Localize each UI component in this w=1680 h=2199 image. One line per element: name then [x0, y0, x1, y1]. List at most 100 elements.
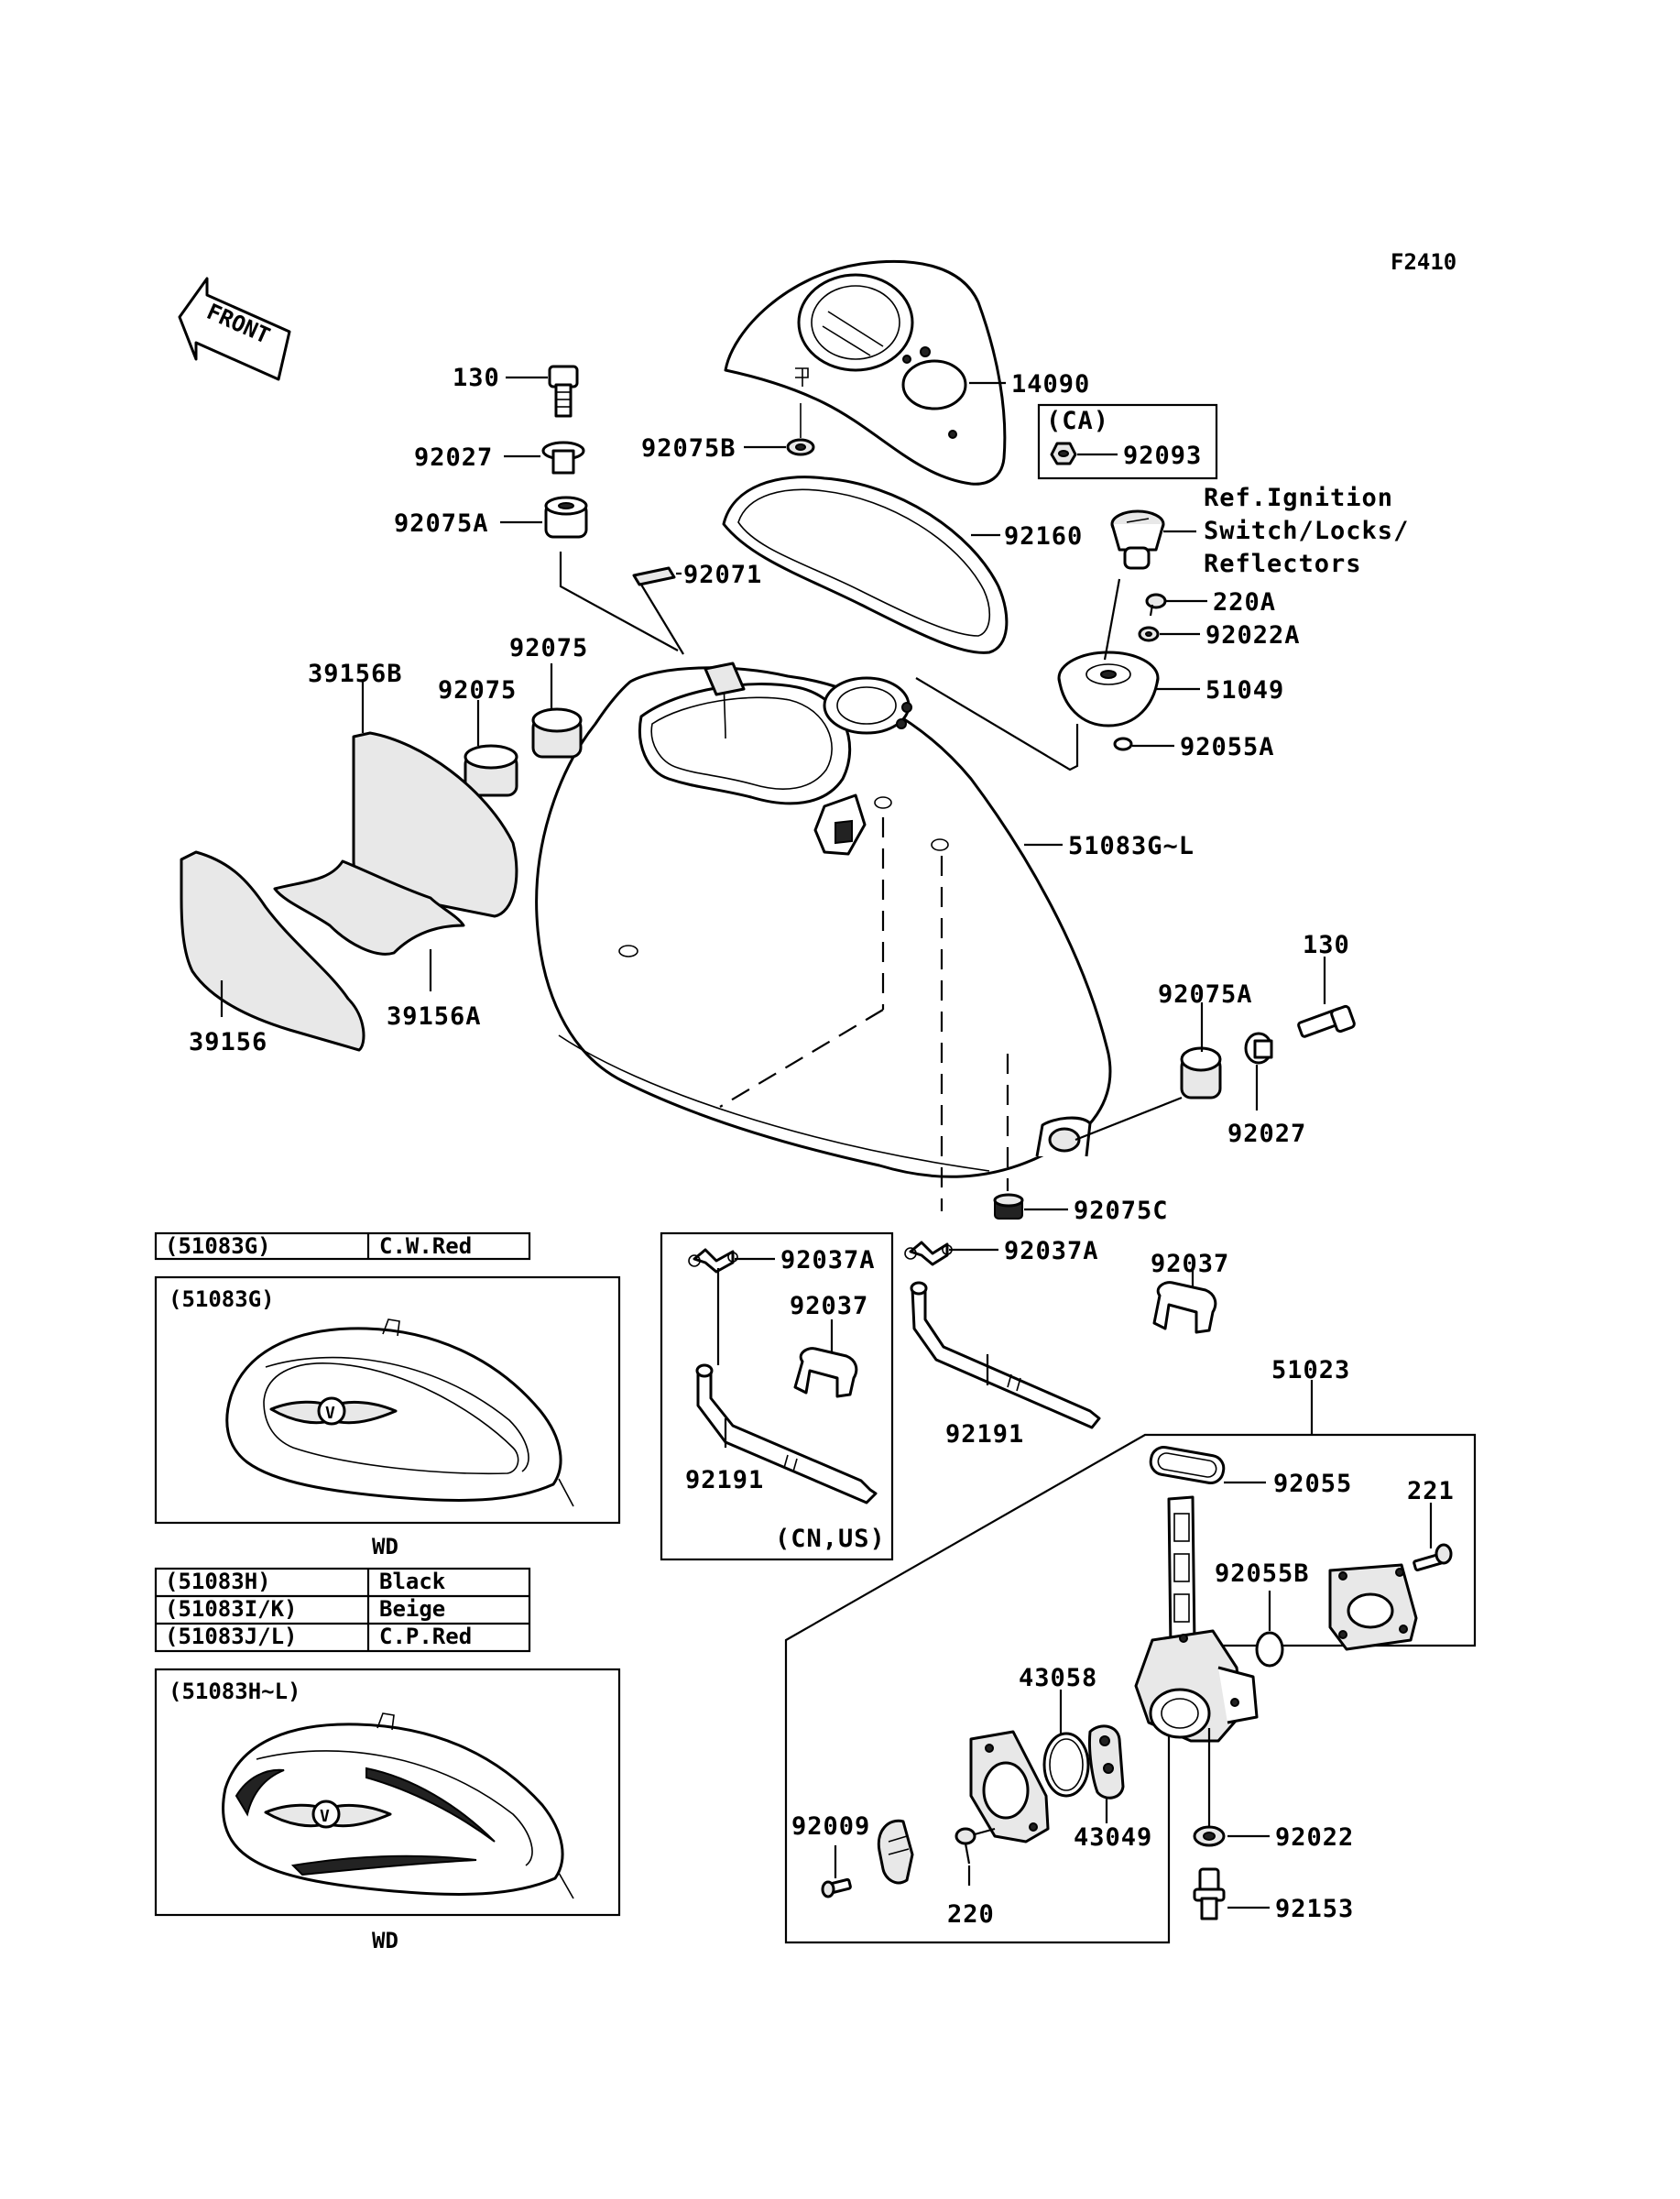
- collar-92027-right: [1244, 1032, 1273, 1065]
- callout-221: 221: [1407, 1477, 1455, 1505]
- cn-us-label: (CN,US): [775, 1525, 886, 1553]
- damper-92075-right: [531, 707, 583, 759]
- screw-92009: [821, 1877, 852, 1898]
- lever-plate: [969, 1730, 1050, 1843]
- bolt-130-top: [548, 365, 579, 418]
- svg-text:V: V: [320, 1807, 330, 1826]
- callout-220a: 220A: [1213, 588, 1276, 617]
- callout-92160: 92160: [1004, 522, 1083, 551]
- callout-51023: 51023: [1271, 1356, 1350, 1384]
- side-cover-39156a: [273, 859, 465, 956]
- color-table-1-color: C.W.Red: [379, 1233, 472, 1259]
- callout-92027-right: 92027: [1227, 1120, 1306, 1148]
- screw-221: [1413, 1543, 1453, 1571]
- callout-92037-box: 92037: [790, 1292, 868, 1320]
- cover-plate: [1328, 1563, 1418, 1651]
- figure-code: F2410: [1391, 249, 1456, 275]
- color-table-2-color-2: Beige: [379, 1596, 445, 1622]
- plug-ignition-ref: [1110, 509, 1165, 570]
- damper-92075a-right: [1180, 1046, 1222, 1100]
- screw-220a: [1145, 593, 1167, 617]
- color-table-1-code: (51083G): [165, 1233, 271, 1259]
- bolt-130-right: [1297, 1004, 1356, 1038]
- callout-92153: 92153: [1275, 1895, 1354, 1923]
- ref-line-2: Switch/Locks/: [1204, 517, 1409, 545]
- callout-92191-right: 92191: [945, 1420, 1024, 1449]
- callout-130-top: 130: [453, 364, 500, 392]
- oring-92055a: [1113, 737, 1133, 751]
- screw-220: [955, 1827, 976, 1865]
- gasket-92160: [722, 476, 1009, 654]
- callout-92037-right: 92037: [1151, 1250, 1229, 1278]
- ca-box: [1037, 403, 1218, 480]
- clip-92071: [632, 566, 676, 586]
- callout-39156b: 39156B: [308, 660, 403, 688]
- tank-graphic-51083h-l: V: [222, 1712, 574, 1899]
- inset-2-label: (51083H~L): [169, 1679, 301, 1704]
- callout-43058: 43058: [1019, 1664, 1097, 1692]
- fuel-cock-body: [1134, 1495, 1259, 1743]
- callout-92075-left: 92075: [438, 676, 517, 705]
- ref-line-3: Reflectors: [1204, 550, 1362, 578]
- inset-1-caption: WD: [372, 1534, 398, 1559]
- callout-130-right: 130: [1303, 931, 1350, 959]
- gasket-92055: [1149, 1446, 1226, 1484]
- collar-92027-top: [541, 441, 585, 475]
- ca-label: (CA): [1046, 407, 1109, 435]
- callout-92055b: 92055B: [1215, 1559, 1310, 1588]
- color-table-2-color-1: Black: [379, 1569, 446, 1594]
- clamp-92037a-right: [904, 1241, 953, 1266]
- washer-92022: [1193, 1825, 1226, 1847]
- callout-39156a: 39156A: [387, 1002, 482, 1031]
- callout-92071: 92071: [683, 561, 762, 589]
- clamp-92037-right: [1152, 1281, 1217, 1334]
- callout-92022: 92022: [1275, 1823, 1354, 1852]
- fuel-tank-51083: [535, 662, 1112, 1178]
- nut-92093: [1050, 442, 1077, 465]
- color-table-2-color-3: C.P.Red: [379, 1624, 472, 1649]
- inset-2-caption: WD: [372, 1928, 398, 1953]
- callout-92055a: 92055A: [1180, 733, 1275, 761]
- callout-43049: 43049: [1074, 1823, 1152, 1852]
- color-table-2: (51083H) Black (51083I/K) Beige (51083J/…: [154, 1567, 531, 1653]
- callout-92191-left: 92191: [685, 1466, 764, 1494]
- color-table-2-code-2: (51083I/K): [165, 1596, 298, 1622]
- bolt-92153: [1193, 1867, 1226, 1920]
- callout-92027-top: 92027: [414, 443, 493, 472]
- damper-92075c: [993, 1193, 1024, 1220]
- knob: [877, 1819, 914, 1885]
- inset-51083g: [154, 1275, 621, 1525]
- meter-cover-14090: [724, 259, 1007, 486]
- callout-92075-right: 92075: [509, 634, 588, 662]
- inset-1-label: (51083G): [169, 1286, 275, 1312]
- callout-51049: 51049: [1205, 676, 1284, 705]
- hose-box: [660, 1231, 894, 1561]
- color-table-2-code-3: (51083J/L): [165, 1624, 298, 1649]
- gasket-43049: [1088, 1724, 1125, 1800]
- damper-92075a-top: [544, 496, 588, 539]
- tank-graphic-51083g: V: [225, 1318, 574, 1507]
- nut-92075b: [786, 367, 815, 456]
- callout-92022a: 92022A: [1205, 621, 1301, 650]
- washer-92022a: [1138, 626, 1160, 642]
- cap-51049: [1057, 651, 1160, 728]
- front-arrow-icon: FRONT: [178, 277, 291, 381]
- callout-92009: 92009: [791, 1812, 870, 1841]
- ref-line-1: Ref.Ignition: [1204, 484, 1393, 512]
- hose-92191-right: [910, 1281, 1101, 1429]
- callout-92075b: 92075B: [641, 434, 736, 463]
- inset-51083h-l: [154, 1668, 621, 1917]
- svg-text:V: V: [325, 1404, 335, 1423]
- fuel-cock-box: [784, 1433, 1477, 1944]
- damper-92075-left: [464, 744, 518, 797]
- callout-51083: 51083G~L: [1068, 832, 1195, 860]
- callout-14090: 14090: [1011, 370, 1090, 399]
- callout-220: 220: [947, 1900, 995, 1929]
- color-table-2-code-1: (51083H): [165, 1569, 271, 1594]
- side-cover-39156: [180, 850, 365, 1052]
- callout-39156: 39156: [189, 1028, 267, 1056]
- callout-92075c: 92075C: [1074, 1197, 1169, 1225]
- color-table-1: (51083G) C.W.Red: [154, 1231, 531, 1261]
- oring-43058: [1042, 1732, 1090, 1798]
